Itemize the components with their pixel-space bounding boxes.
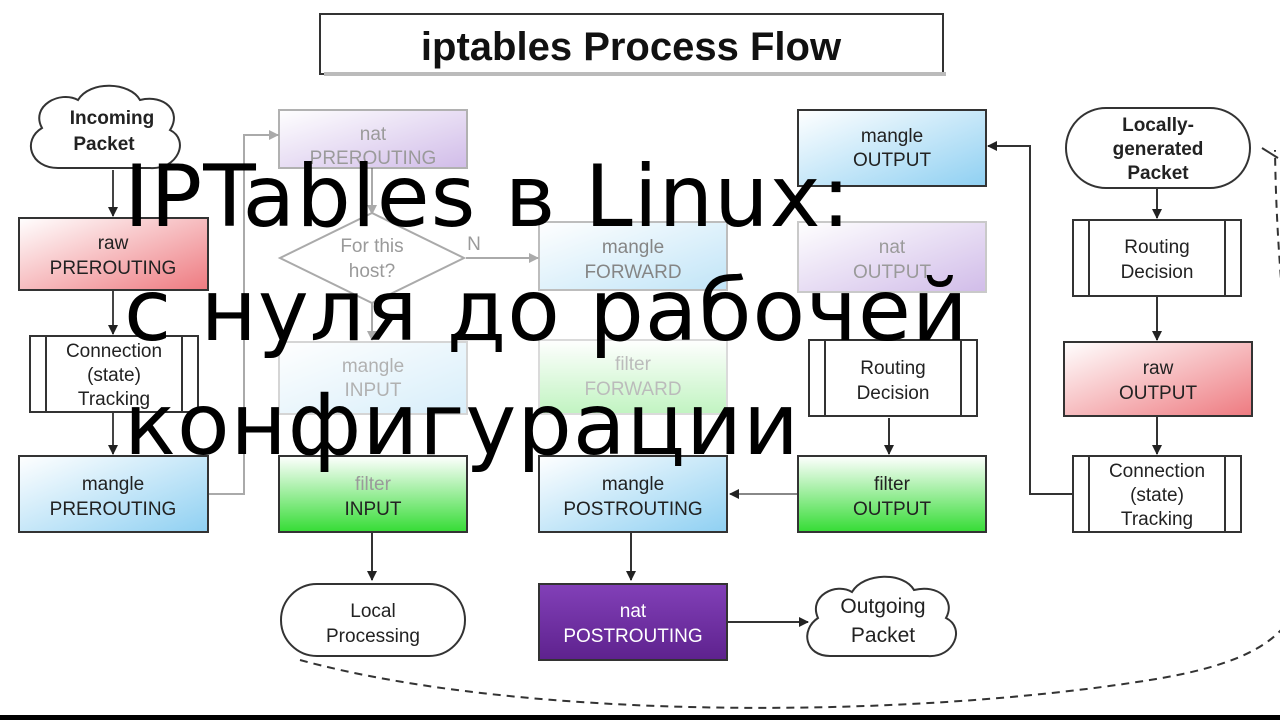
conntrack-right-line2: (state): [1130, 485, 1184, 506]
routing-decision-right-box: Routing Decision: [1072, 219, 1242, 297]
conntrack-right-line3: Tracking: [1121, 509, 1193, 530]
locally-generated-line3: Packet: [1127, 163, 1189, 184]
locally-generated-line1: Locally-: [1122, 115, 1194, 136]
routing-decision-mid-line2: Decision: [857, 383, 930, 404]
conntrack-left-line2: (state): [87, 365, 141, 386]
mangle-output-line1: mangle: [861, 126, 923, 147]
outgoing-packet-line2: Packet: [851, 624, 915, 647]
locally-generated-line2: generated: [1113, 139, 1204, 160]
mangle-forward-line1: mangle: [602, 237, 664, 258]
diagram-title-box: iptables Process Flow: [319, 13, 946, 76]
mangle-prerouting-box: mangle PREROUTING: [18, 455, 209, 533]
overlay-title-line1: IPTables в Linux:: [124, 147, 852, 247]
local-processing-line1: Local: [350, 601, 395, 622]
raw-output-box: raw OUTPUT: [1063, 341, 1253, 417]
filter-output-line1: filter: [874, 474, 911, 495]
nat-output-line1: nat: [879, 237, 906, 258]
incoming-packet-line1: Incoming: [70, 108, 154, 129]
mangle-output-line2: OUTPUT: [853, 150, 932, 171]
filter-input-box: filter INPUT: [278, 455, 468, 533]
nat-output-box: nat OUTPUT: [797, 221, 987, 293]
for-this-host-diamond: For this host? N: [277, 211, 481, 305]
incoming-packet-line2: Packet: [73, 134, 135, 155]
mangle-postrouting-box: mangle POSTROUTING: [538, 455, 728, 533]
conntrack-left-box: Connection (state) Tracking: [29, 335, 199, 413]
filter-input-line1: filter: [355, 474, 392, 495]
incoming-packet-cloud: Incoming Packet: [30, 84, 181, 170]
nat-postrouting-box: nat POSTROUTING: [538, 583, 728, 661]
routing-decision-right-line1: Routing: [1124, 237, 1190, 258]
mangle-forward-box: mangle FORWARD: [538, 221, 728, 291]
locally-generated-node: Locally- generated Packet: [1065, 107, 1251, 189]
connectors: [108, 130, 1280, 709]
outgoing-packet-line1: Outgoing: [840, 595, 925, 618]
nat-prerouting-line2: PREROUTING: [310, 148, 437, 169]
mangle-postrouting-line1: mangle: [602, 474, 664, 495]
conntrack-right-line1: Connection: [1109, 461, 1205, 482]
filter-forward-line1: filter: [615, 354, 652, 375]
conntrack-left-line1: Connection: [66, 341, 162, 362]
mangle-input-box: mangle INPUT: [278, 341, 468, 415]
filter-output-line2: OUTPUT: [853, 499, 932, 520]
for-this-host-line1: For this: [340, 236, 403, 257]
routing-decision-mid-line1: Routing: [860, 358, 926, 379]
filter-output-box: filter OUTPUT: [797, 455, 987, 533]
routing-decision-mid-box: Routing Decision: [808, 339, 978, 417]
nat-output-line2: OUTPUT: [853, 262, 932, 283]
nat-postrouting-line2: POSTROUTING: [563, 626, 702, 647]
raw-prerouting-box: raw PREROUTING: [18, 217, 209, 291]
mangle-input-line1: mangle: [342, 356, 404, 377]
nat-prerouting-line1: nat: [360, 124, 387, 145]
raw-prerouting-line2: PREROUTING: [50, 258, 177, 279]
raw-output-line1: raw: [1143, 358, 1174, 379]
decision-no-label: N: [467, 234, 481, 255]
overlay-title-line3: конфигурации: [124, 375, 800, 475]
filter-forward-box: filter FORWARD: [538, 339, 728, 415]
bottom-border: [0, 715, 1280, 720]
raw-output-line2: OUTPUT: [1119, 383, 1198, 404]
mangle-prerouting-line2: PREROUTING: [50, 499, 177, 520]
raw-prerouting-line1: raw: [98, 233, 129, 254]
mangle-output-box: mangle OUTPUT: [797, 109, 987, 187]
mangle-input-line2: INPUT: [345, 380, 402, 401]
outgoing-packet-cloud: Outgoing Packet: [806, 575, 957, 658]
local-processing-node: Local Processing: [280, 583, 466, 657]
conntrack-right-box: Connection (state) Tracking: [1072, 455, 1242, 533]
local-processing-line2: Processing: [326, 626, 420, 647]
overlay-title: IPTables в Linux: с нуля до рабочей конф…: [124, 140, 1264, 482]
overlay-title-line2: с нуля до рабочей: [124, 261, 969, 361]
nat-prerouting-box: nat PREROUTING: [278, 109, 468, 169]
filter-forward-line2: FORWARD: [584, 379, 681, 400]
filter-input-line2: INPUT: [345, 499, 402, 520]
nat-postrouting-line1: nat: [620, 601, 647, 622]
diagram-title: iptables Process Flow: [421, 25, 842, 69]
routing-decision-right-line2: Decision: [1121, 262, 1194, 283]
conntrack-left-line3: Tracking: [78, 389, 150, 410]
mangle-postrouting-line2: POSTROUTING: [563, 499, 702, 520]
for-this-host-line2: host?: [349, 261, 395, 282]
mangle-forward-line2: FORWARD: [584, 262, 681, 283]
mangle-prerouting-line1: mangle: [82, 474, 144, 495]
